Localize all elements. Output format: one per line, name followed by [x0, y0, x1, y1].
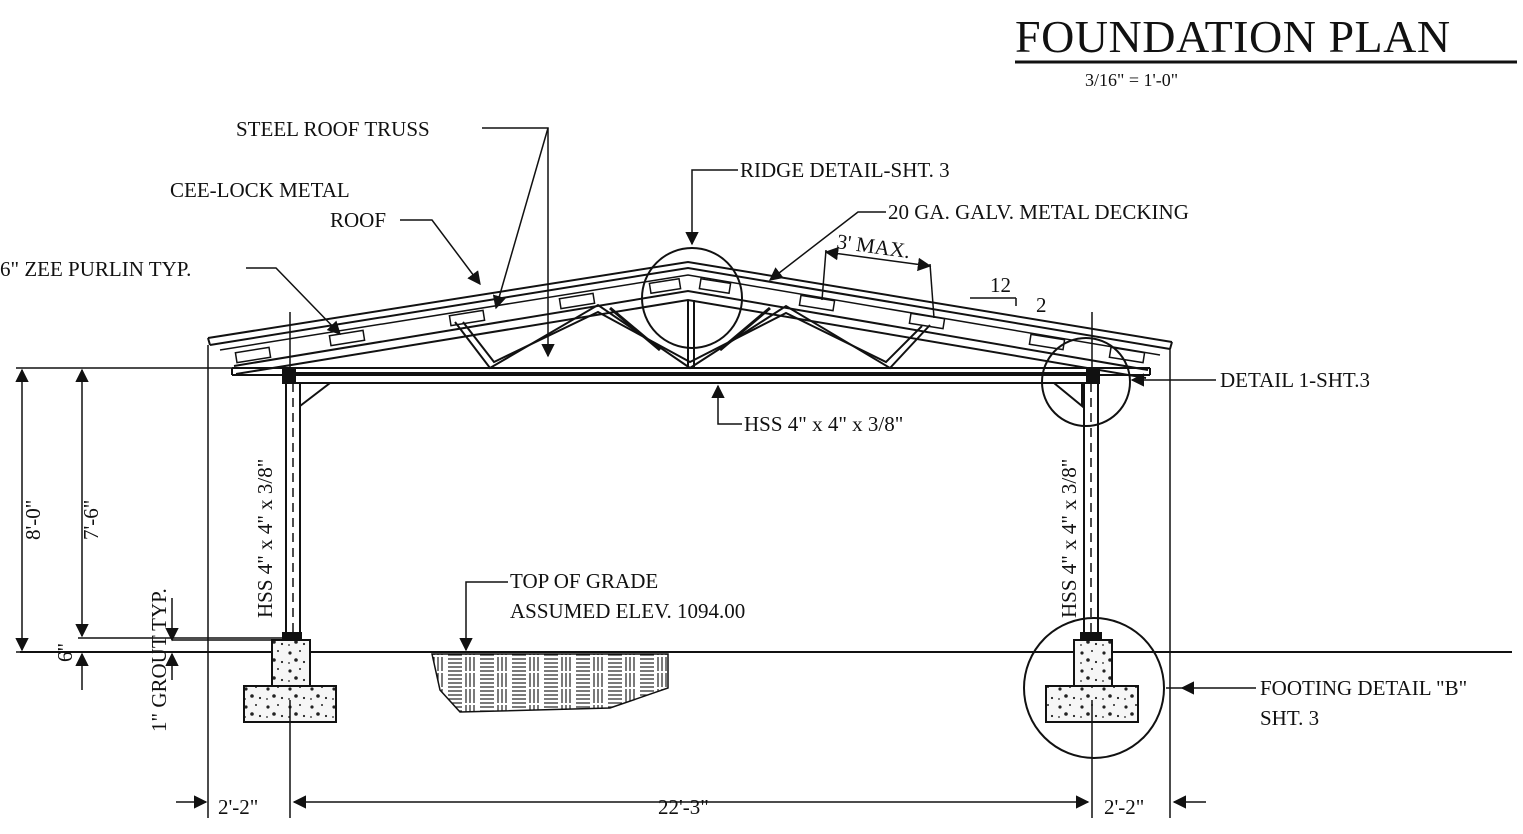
label-steel-roof-truss: STEEL ROOF TRUSS [236, 117, 430, 141]
dim-height-outer: 8'-0" [21, 500, 45, 540]
dim-left-overhang: 2'-2" [218, 795, 258, 819]
leader-lines [165, 127, 1256, 695]
drawing-scale: 3/16" = 1'-0" [1085, 70, 1178, 90]
label-detail-1: DETAIL 1-SHT.3 [1220, 368, 1370, 392]
label-cee-lock-line1: CEE-LOCK METAL [170, 178, 350, 202]
left-column [282, 312, 302, 640]
label-ridge-detail: RIDGE DETAIL-SHT. 3 [740, 158, 950, 182]
earth-hatch [431, 653, 669, 713]
detail-1-circle [1041, 337, 1131, 427]
label-cee-lock-line2: ROOF [330, 208, 386, 232]
label-slope-run: 12 [990, 273, 1011, 297]
dim-height-inner: 7'-6" [79, 500, 103, 540]
label-metal-decking: 20 GA. GALV. METAL DECKING [888, 200, 1189, 224]
label-top-of-grade: TOP OF GRADE [510, 569, 658, 593]
dim-six-inch: 6" [53, 643, 77, 662]
label-max-spacing: 3' MAX. [835, 229, 911, 263]
label-hss-col-left: HSS 4" x 4" x 3/8" [253, 459, 277, 618]
zee-purlins [234, 277, 1146, 364]
ridge-detail-circle [641, 247, 743, 349]
drawing-title: FOUNDATION PLAN [1015, 11, 1451, 62]
footing-detail-circle [1023, 617, 1165, 759]
label-hss-col-right: HSS 4" x 4" x 3/8" [1057, 459, 1081, 618]
label-zee-purlin: 6" ZEE PURLIN TYP. [0, 257, 191, 281]
label-assumed-elev: ASSUMED ELEV. 1094.00 [510, 599, 745, 623]
dimension-lines [15, 345, 1206, 818]
truss-webs [454, 300, 931, 370]
label-grout: 1" GROUT TYP. [147, 588, 171, 732]
label-hss-beam: HSS 4" x 4" x 3/8" [744, 412, 903, 436]
dim-span: 22'-3" [658, 795, 709, 819]
label-slope-rise: 2 [1036, 293, 1047, 317]
dim-right-overhang: 2'-2" [1104, 795, 1144, 819]
label-footing-detail: FOOTING DETAIL "B" [1260, 676, 1467, 700]
roof-assembly [207, 260, 1173, 409]
label-footing-sheet: SHT. 3 [1260, 706, 1319, 730]
